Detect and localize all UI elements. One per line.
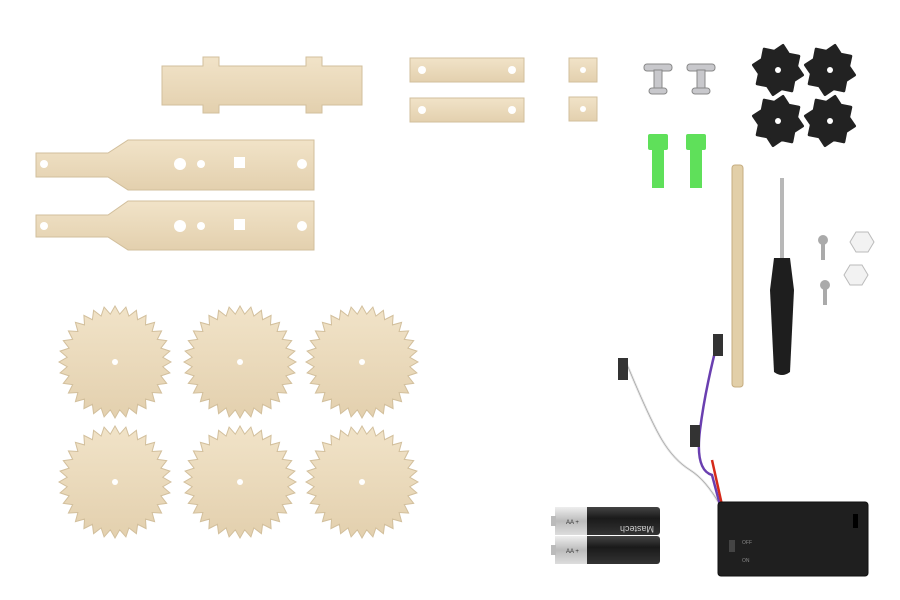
wooden-link-2 <box>409 97 525 123</box>
star-wheel-3 <box>752 95 804 147</box>
power-switch[interactable] <box>729 540 735 552</box>
battery-label: AA + <box>566 520 579 526</box>
rivet-1 <box>643 63 673 95</box>
wooden-link-1 <box>409 57 525 83</box>
wooden-gear-3 <box>304 304 420 420</box>
screwdriver <box>770 178 794 375</box>
star-wheel-1 <box>752 44 804 96</box>
switch-off-label: OFF <box>742 540 752 546</box>
hex-nut-2 <box>843 264 869 286</box>
wooden-gear-5 <box>182 424 298 540</box>
aa-battery-1: AA + Mastech <box>551 507 660 535</box>
wooden-dowel <box>731 164 744 388</box>
screw-2 <box>820 280 830 305</box>
wooden-gear-4 <box>57 424 173 540</box>
wooden-gear-1 <box>57 304 173 420</box>
battery-box: ON OFF <box>717 501 869 577</box>
wooden-arm-2 <box>35 200 315 251</box>
screw-1 <box>818 235 828 260</box>
star-wheel-2 <box>804 44 856 96</box>
battery-label: AA + <box>566 549 579 555</box>
wooden-gear-6 <box>304 424 420 540</box>
switch-on-label: ON <box>742 558 750 564</box>
rivet-2 <box>686 63 716 95</box>
wooden-arm-1 <box>35 139 315 191</box>
aa-battery-2: AA + <box>551 536 660 564</box>
wooden-gear-2 <box>182 304 298 420</box>
battery-brand: Mastech <box>620 524 654 534</box>
wooden-crossbar <box>161 56 363 114</box>
green-bolt-2 <box>686 134 706 188</box>
green-bolt-1 <box>648 134 668 188</box>
star-wheel-4 <box>804 95 856 147</box>
hex-nut-1 <box>849 231 875 253</box>
wooden-block-2 <box>568 96 598 122</box>
battery-wires <box>618 334 724 506</box>
wooden-block-1 <box>568 57 598 83</box>
